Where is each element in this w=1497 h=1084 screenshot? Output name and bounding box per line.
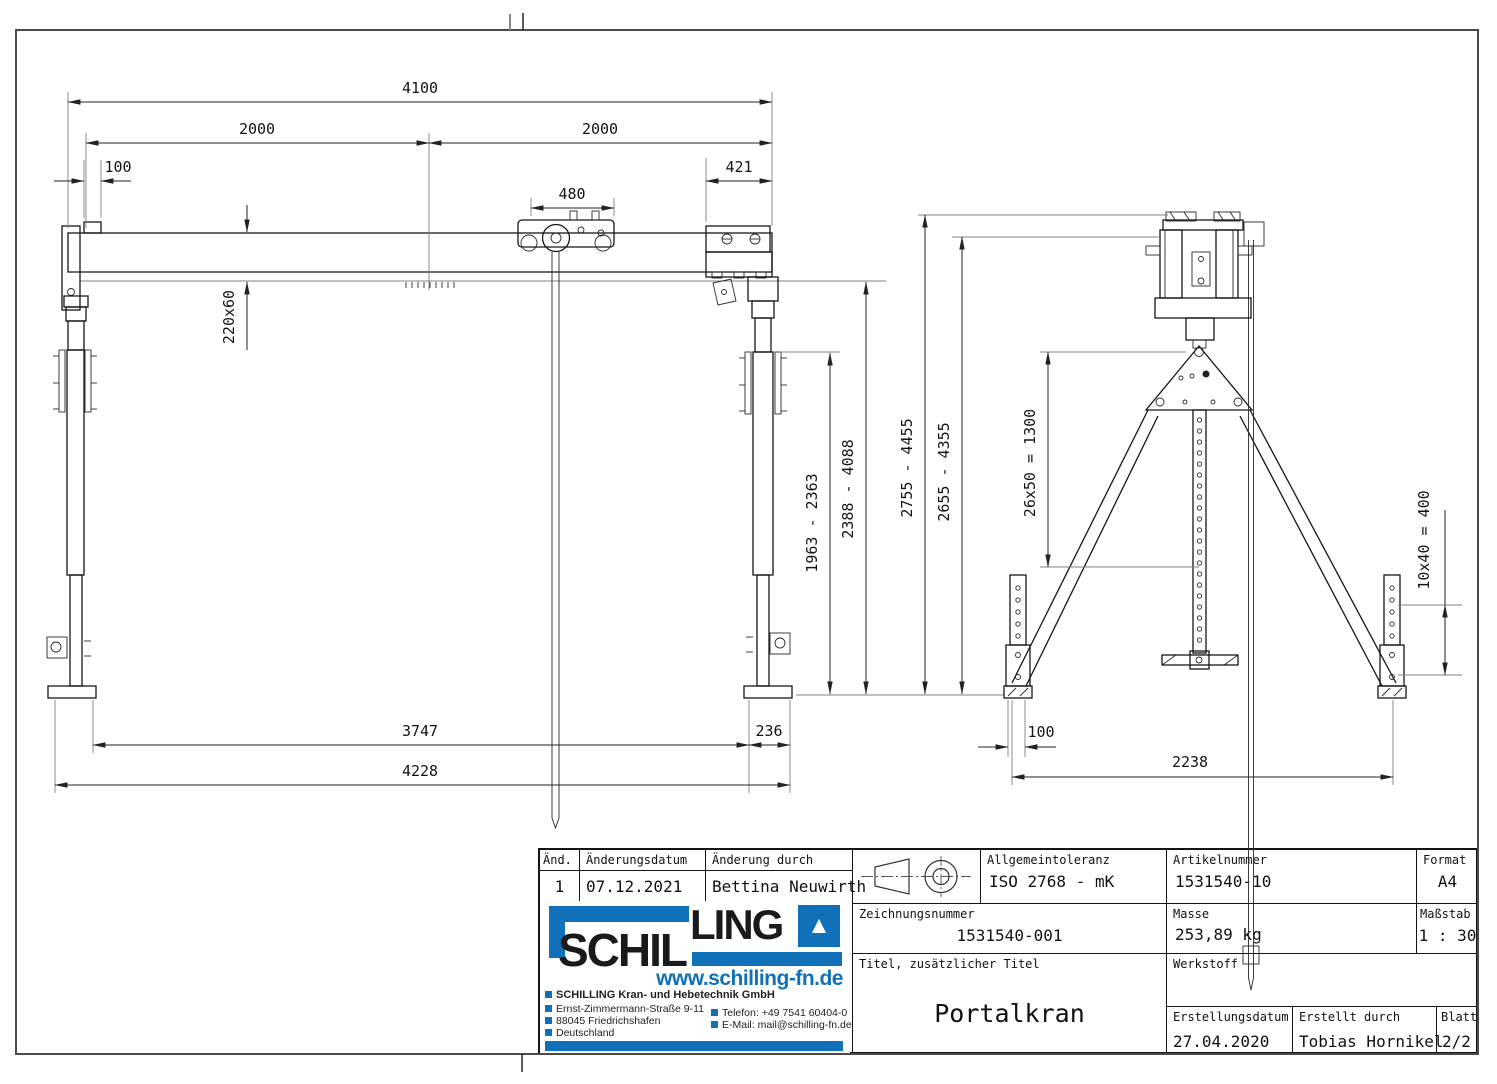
created-by-value: Tobias Hornikel (1299, 1032, 1444, 1051)
drawing-title-label: Titel, zusätzlicher Titel (859, 957, 1040, 971)
dim-base-width: 2238 (1172, 753, 1208, 771)
left-foot (47, 685, 97, 699)
logo-triangle-icon: ▲ (798, 905, 840, 947)
company-name: SCHILLING Kran- und Hebetechnik GmbH (556, 989, 775, 1001)
dim-total-width: 4100 (402, 79, 438, 97)
logo-underline-bar (692, 952, 842, 966)
logo-bullet-icon (711, 1021, 718, 1028)
mass-label: Masse (1173, 907, 1210, 921)
right-foot (743, 685, 793, 699)
article-cell: Artikelnummer 1531540-10 (1166, 850, 1416, 903)
material-label: Werkstoff (1173, 957, 1239, 971)
logo-bullet-icon (545, 991, 552, 998)
revision-date: 07.12.2021 (579, 870, 705, 903)
logo-bullet-icon (545, 1029, 552, 1036)
logo-bracket-icon (549, 906, 689, 922)
format-label: Format (1423, 853, 1467, 867)
a-frame-legs (1003, 409, 1407, 699)
dim-end-offset: 100 (104, 158, 131, 176)
drawing-title: Portalkran (934, 999, 1085, 1028)
mass-cell: Masse 253,89 kg (1166, 903, 1416, 953)
tolerance-cell: Allgemeintoleranz ISO 2768 - mK (980, 850, 1166, 903)
created-by-label: Erstellt durch (1299, 1010, 1401, 1024)
dim-beam-section: 220x60 (220, 290, 238, 344)
side-view-trolley-head (1145, 211, 1265, 349)
right-column (705, 225, 793, 699)
scale-value: 1 : 30 (1418, 926, 1477, 945)
projection-symbol-cell (852, 850, 980, 903)
company-email: E-Mail: mail@schilling-fn.de (722, 1019, 852, 1031)
mass-value: 253,89 kg (1175, 925, 1262, 944)
dim-outer-span: 4228 (402, 762, 438, 780)
dim-inner-span: 3747 (402, 722, 438, 740)
dim-right-half: 2000 (582, 120, 618, 138)
created-by-cell: Erstellt durch Tobias Hornikel (1292, 1006, 1444, 1054)
side-view-dimensions: 2755 - 4455 2655 - 4355 26x50 = 1300 10x… (898, 214, 1462, 785)
left-column (46, 221, 102, 699)
sheet-cell: Blatt 2/2 (1436, 1006, 1478, 1054)
format-cell: Format A4 (1416, 850, 1478, 903)
logo-text-ling: LING (690, 901, 784, 948)
trolley-hoist (517, 210, 615, 830)
company-logo-block: SCHIL LING ▲ www.schilling-fn.de SCHILLI… (540, 901, 852, 1054)
beam-rack-detail (405, 282, 455, 288)
company-phone: Telefon: +49 7541 60404-0 (722, 1007, 848, 1019)
side-right-foot (1377, 685, 1407, 699)
front-view-gantry-crane (46, 210, 886, 830)
logo-bullet-icon (711, 1009, 718, 1016)
revision-number: 1 (540, 870, 579, 903)
dim-side-foot-offset: 100 (1027, 723, 1054, 741)
side-left-foot (1003, 685, 1033, 699)
dim-secondary-height: 2655 - 4355 (935, 422, 953, 521)
revision-by: Bettina Neuwirth (705, 870, 866, 903)
logo-bullet-icon (545, 1005, 552, 1012)
tolerance-label: Allgemeintoleranz (987, 853, 1110, 867)
material-cell: Werkstoff (1166, 953, 1478, 1006)
tolerance-value: ISO 2768 - mK (989, 872, 1115, 891)
logo-bullet-icon (545, 1017, 552, 1024)
revision-col-header: Änd. (543, 853, 572, 867)
dim-clear-height: 1963 - 2363 (803, 473, 821, 572)
revision-by-header: Änderung durch (705, 850, 852, 870)
drawing-title-cell: Titel, zusätzlicher Titel Portalkran (852, 953, 1166, 1053)
drawing-number-label: Zeichnungsnummer (859, 907, 975, 921)
created-date-cell: Erstellungsdatum 27.04.2020 (1166, 1006, 1292, 1054)
company-city: 88045 Friedrichshafen (556, 1015, 661, 1027)
dim-foot-offset: 236 (755, 722, 782, 740)
scale-label: Maßstab (1420, 907, 1471, 921)
created-date-label: Erstellungsdatum (1173, 1010, 1289, 1024)
dim-hook-range: 2388 - 4088 (839, 439, 857, 538)
drawing-number-value: 1531540-001 (956, 926, 1063, 945)
company-website: www.schilling-fn.de (656, 967, 843, 990)
dim-left-half: 2000 (239, 120, 275, 138)
gusset-and-mast (1144, 344, 1254, 670)
first-angle-projection-icon (861, 856, 971, 897)
article-value: 1531540-10 (1175, 872, 1272, 891)
front-view-dimensions: 4100 2000 2000 100 480 421 220x60 1963 -… (54, 79, 1004, 793)
scale-cell: Maßstab 1 : 30 (1416, 903, 1478, 953)
company-street: Ernst-Zimmermann-Straße 9-11 (556, 1003, 705, 1015)
format-value: A4 (1437, 872, 1458, 891)
dim-leg-adjust: 10x40 = 400 (1415, 490, 1433, 589)
revision-date-header: Änderungsdatum (579, 850, 705, 870)
logo-bottom-bar (545, 1041, 843, 1051)
created-date-value: 27.04.2020 (1173, 1032, 1270, 1051)
sheet-label: Blatt (1441, 1010, 1478, 1024)
dim-overall-height: 2755 - 4455 (898, 418, 916, 517)
sheet-value: 2/2 (1442, 1032, 1471, 1051)
company-country: Deutschland (556, 1027, 615, 1039)
dim-trolley-width: 480 (558, 185, 585, 203)
drawing-number-cell: Zeichnungsnummer 1531540-001 (852, 903, 1166, 953)
mast-hole-row (1196, 417, 1203, 643)
article-label: Artikelnummer (1173, 853, 1267, 867)
dim-mast-adjust: 26x50 = 1300 (1021, 409, 1039, 517)
crane-beam (67, 232, 773, 273)
dim-bracket-width: 421 (725, 158, 752, 176)
